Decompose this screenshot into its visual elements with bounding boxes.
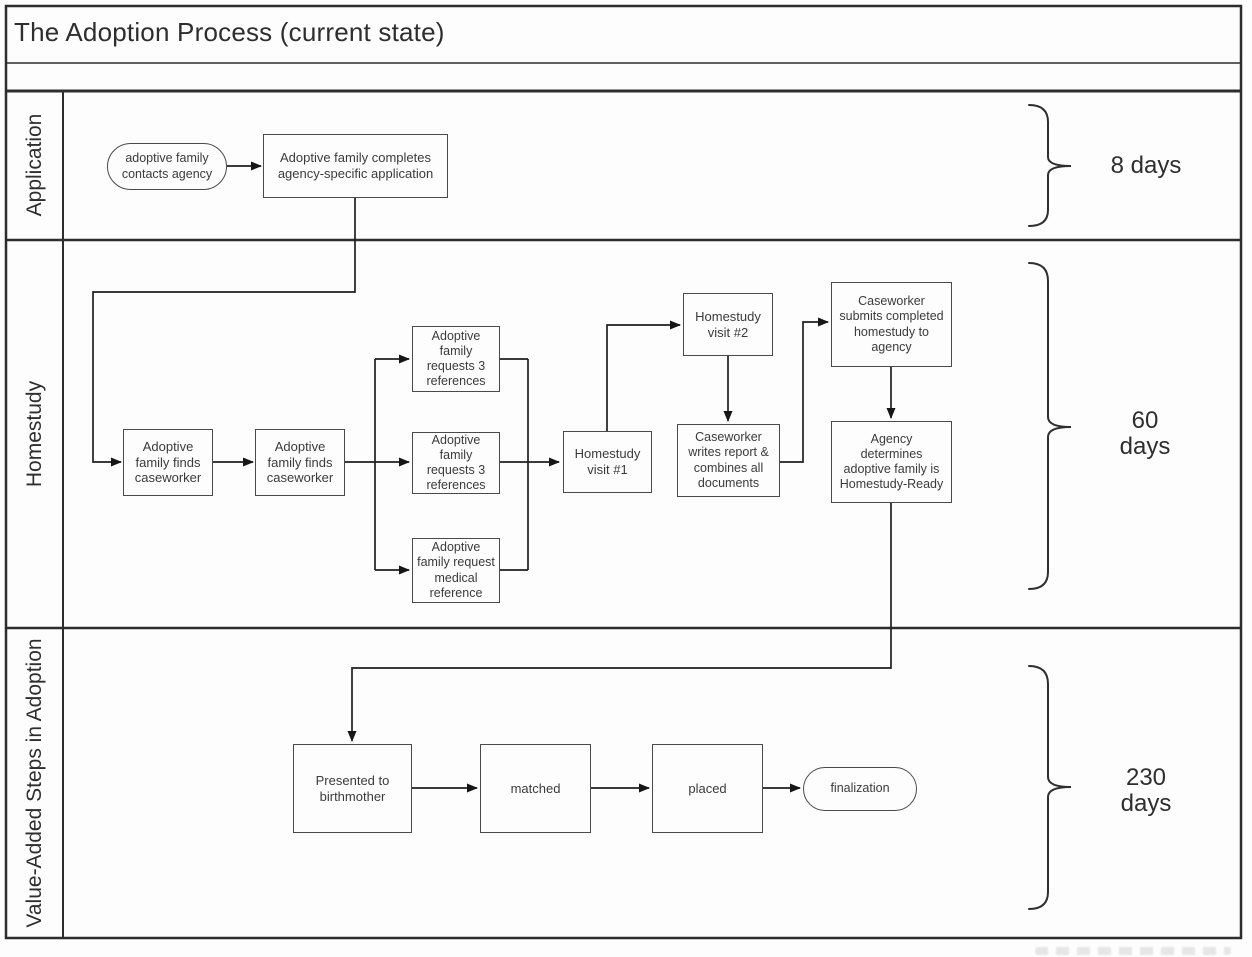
brace-homestudy <box>1028 262 1072 590</box>
node-homestudy-ready: Agency determines adoptive family is Hom… <box>831 421 952 503</box>
node-finalization: finalization <box>803 767 917 811</box>
lane-label-homestudy: Homestudy <box>23 380 46 488</box>
node-matched: matched <box>480 744 591 833</box>
node-presented-to-birthmother: Presented to birthmother <box>293 744 412 833</box>
watermark-smudge <box>1035 947 1231 955</box>
connector-visit1-to-visit2 <box>606 320 681 431</box>
outer-border <box>4 4 1243 940</box>
duration-braces <box>1028 104 1072 910</box>
node-submit-homestudy: Caseworker submits completed homestudy t… <box>831 282 952 367</box>
lane-label-application: Application <box>23 113 46 217</box>
node-references-2: Adoptive family requests 3 references <box>412 432 500 494</box>
duration-application: 8 days <box>1110 152 1182 180</box>
connector-report-to-submit <box>780 317 829 463</box>
brace-application <box>1028 104 1072 227</box>
lane-label-value-added: Value-Added Steps in Adoption <box>23 638 46 928</box>
node-homestudy-visit-1: Homestudy visit #1 <box>563 431 652 493</box>
brace-value-added <box>1028 665 1072 910</box>
node-homestudy-visit-2: Homestudy visit #2 <box>683 293 773 356</box>
node-references-1: Adoptive family requests 3 references <box>412 326 500 392</box>
node-medical-reference: Adoptive family request medical referenc… <box>412 538 500 603</box>
connector-application-to-caseworker1 <box>92 198 356 467</box>
duration-homestudy: 60 days <box>1119 407 1171 460</box>
connector-merge-stem <box>500 358 529 571</box>
swimlane-frame <box>4 4 1243 940</box>
node-find-caseworker-1: Adoptive family finds caseworker <box>123 429 213 496</box>
connector-split-stem <box>345 359 376 570</box>
node-write-report: Caseworker writes report & combines all … <box>677 424 780 497</box>
node-complete-application: Adoptive family completes agency-specifi… <box>263 134 448 198</box>
node-find-caseworker-2: Adoptive family finds caseworker <box>255 429 345 496</box>
page-title: The Adoption Process (current state) <box>14 17 445 47</box>
connectors <box>92 161 896 793</box>
node-placed: placed <box>652 744 763 833</box>
node-contact-agency: adoptive family contacts agency <box>107 143 227 190</box>
duration-value-added: 230 days <box>1120 764 1172 817</box>
connector-ready-to-presented <box>347 503 892 742</box>
